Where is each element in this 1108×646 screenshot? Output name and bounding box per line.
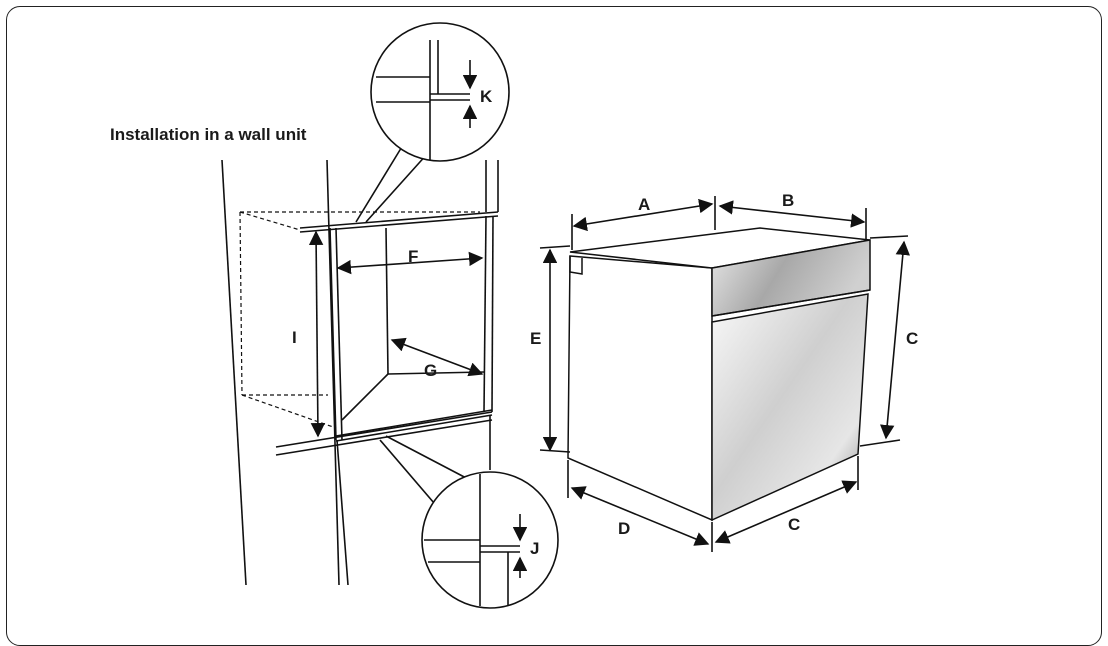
dimension-arrow-f (336, 251, 484, 275)
label-c-right: C (906, 329, 918, 348)
oven-dimensions (539, 196, 910, 552)
label-e: E (530, 329, 541, 348)
oven-body (567, 227, 871, 522)
niche-dashed-outline (239, 211, 480, 429)
detail-callout-top (355, 22, 510, 223)
dimension-arrow-b (718, 200, 866, 228)
label-k: K (480, 87, 493, 106)
dimension-arrow-g (390, 337, 484, 377)
label-d: D (618, 519, 630, 538)
diagram-title: Installation in a wall unit (110, 125, 307, 144)
dimension-arrow-i (308, 230, 326, 438)
label-j: J (530, 539, 539, 558)
label-b: B (782, 191, 794, 210)
label-i: I (292, 328, 297, 347)
niche-dimensions (308, 230, 484, 438)
label-c-bottom: C (788, 515, 800, 534)
dimension-arrow-a (572, 198, 714, 232)
dimension-arrow-d (570, 486, 710, 546)
dimension-arrow-c-right (880, 240, 910, 440)
installation-diagram: Installation in a wall unit (110, 22, 918, 609)
label-a: A (638, 195, 650, 214)
detail-callout-bottom (379, 435, 559, 609)
label-g: G (424, 361, 437, 380)
label-f: F (408, 247, 418, 266)
dimension-arrow-c-bottom (714, 480, 858, 544)
